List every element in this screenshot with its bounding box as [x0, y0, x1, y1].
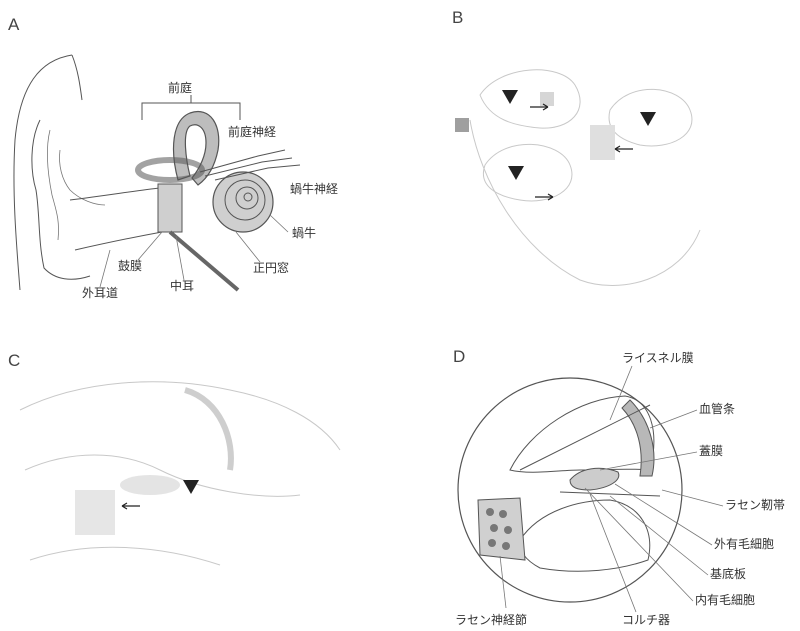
panel-d-letter: D — [453, 347, 465, 366]
label-reissner: ライスネル膜 — [622, 351, 694, 365]
label-round-window: 正円窓 — [253, 260, 289, 275]
label-vestibular-nerve: 前庭神経 — [228, 124, 276, 139]
basilar-membrane — [560, 492, 660, 496]
leader-inner-hair-cells — [585, 488, 693, 601]
label-stria: 血管条 — [699, 401, 735, 416]
arrowhead-marker-2 — [640, 112, 656, 126]
spiral-ganglion — [478, 498, 525, 560]
panel-a-letter: A — [8, 15, 20, 34]
arrow-1 — [530, 104, 548, 110]
panel-c-letter: C — [8, 351, 20, 370]
reissner-membrane — [520, 405, 650, 470]
label-middle-ear: 中耳 — [170, 278, 194, 293]
ear-canal — [70, 188, 162, 250]
label-cochlear-nerve: 蝸牛神経 — [290, 181, 338, 196]
panel-b: B — [452, 8, 700, 286]
pinna-outline — [14, 55, 90, 290]
pinna-inner-fold — [47, 130, 58, 240]
label-organ-corti: コルチ器 — [622, 613, 670, 627]
leader-cochlea — [270, 215, 288, 232]
leader-outer-hair-cells — [615, 484, 712, 545]
arrow-c — [122, 503, 140, 509]
leader-basilar — [610, 496, 708, 575]
arrowhead-marker-c — [183, 480, 199, 494]
arrow-3 — [535, 194, 553, 200]
panel-b-letter: B — [452, 8, 463, 27]
cochlea-spiral — [213, 172, 273, 232]
label-inner-hair-cells: 内有毛細胞 — [695, 593, 755, 607]
leader-spiral-ligament — [662, 490, 723, 506]
middle-ear-box — [158, 184, 182, 232]
panel-a: A 前庭 前庭神経 蝸牛神経 蝸牛 正円窓 鼓膜 中耳 — [8, 15, 338, 300]
leader-canal — [100, 250, 110, 287]
label-spiral-ganglion: ラセン神経節 — [455, 612, 527, 627]
label-tectorial: 蓋膜 — [699, 444, 723, 458]
arrowhead-marker-1 — [502, 90, 518, 104]
panel-c: C — [8, 351, 340, 565]
histology-c — [20, 382, 340, 565]
label-vestibule: 前庭 — [168, 80, 192, 95]
histology-b — [455, 70, 700, 286]
label-cochlea: 蝸牛 — [292, 225, 316, 240]
leader-round-window — [236, 232, 260, 262]
label-basilar: 基底板 — [710, 566, 746, 581]
horizontal-canal — [138, 160, 202, 180]
organ-of-corti — [570, 468, 619, 490]
arrowhead-marker-3 — [508, 166, 524, 180]
panel-d: D ライスネル膜 血管条 蓋膜 ラセン靭帯 外有毛細 — [453, 347, 785, 627]
label-tympanic-membrane: 鼓膜 — [118, 259, 142, 273]
label-spiral-ligament: ラセン靭帯 — [725, 498, 785, 512]
label-external-canal: 外耳道 — [82, 286, 118, 300]
label-outer-hair-cells: 外有毛細胞 — [714, 537, 774, 551]
arrow-2 — [615, 146, 633, 152]
